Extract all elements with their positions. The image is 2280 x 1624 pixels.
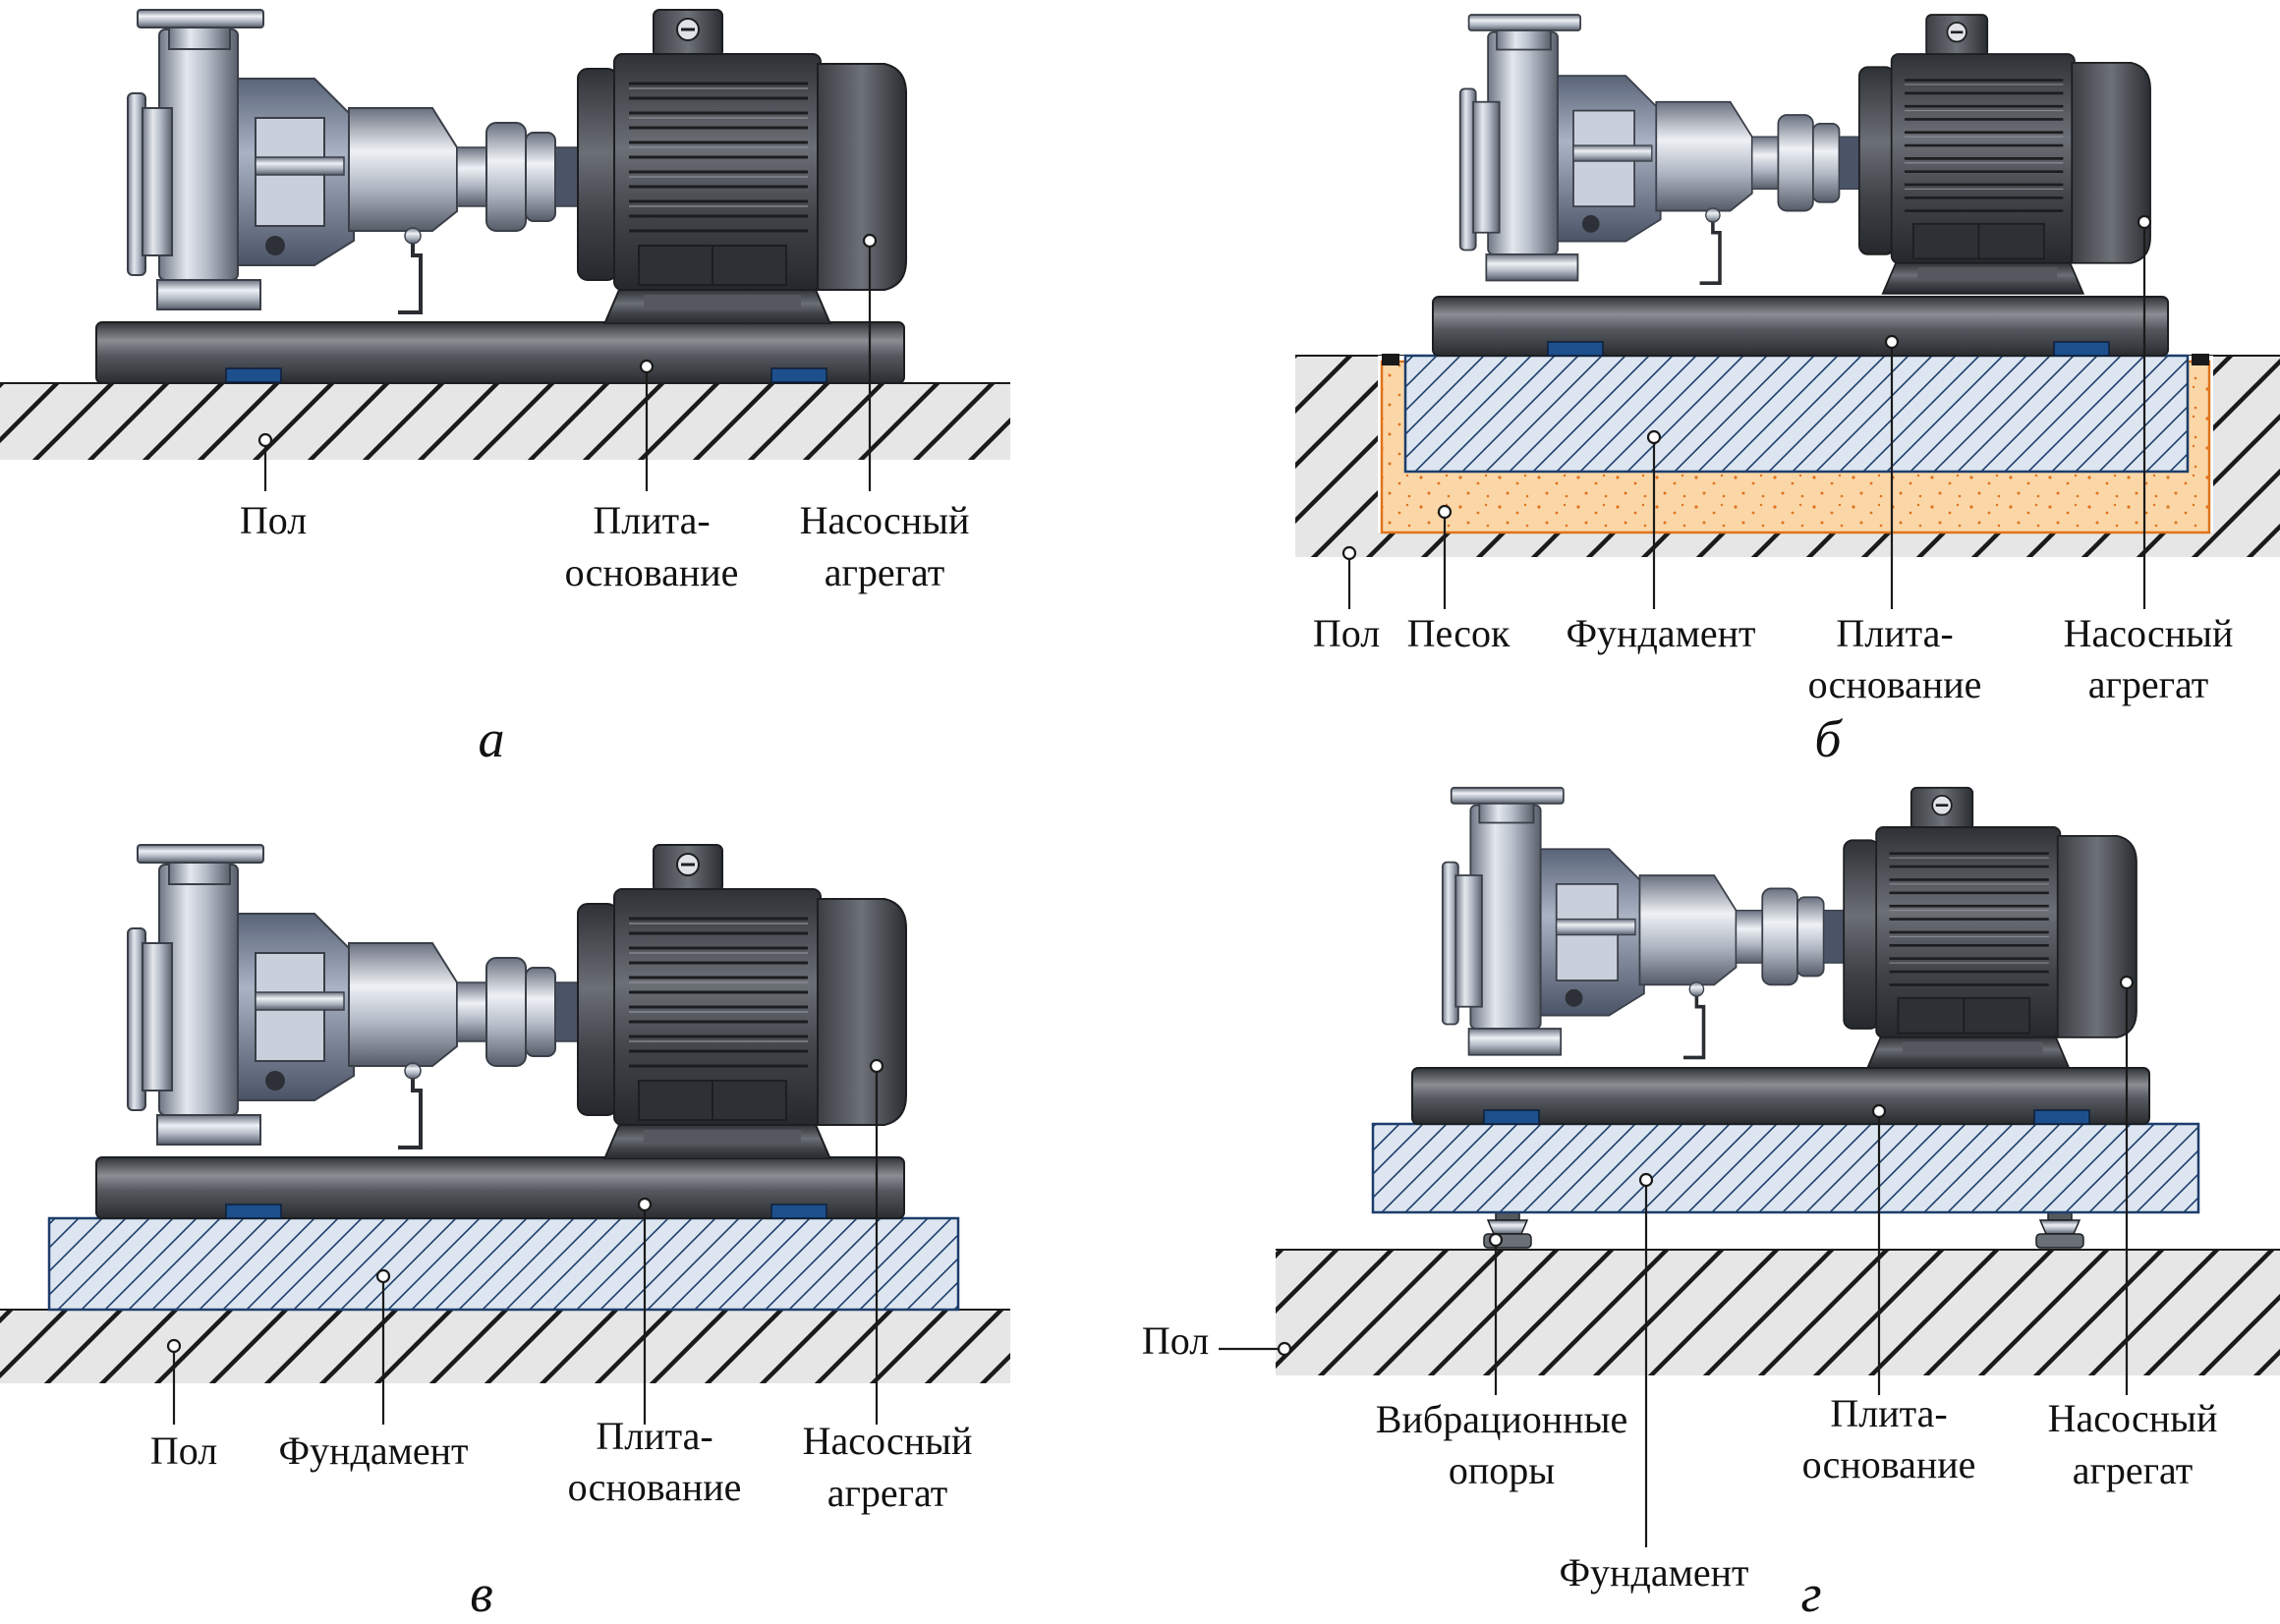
label-baseplate-v-2: основание	[568, 1465, 742, 1509]
pump-unit-v	[126, 843, 908, 1159]
baseplate-g	[1411, 1067, 2150, 1125]
pump-unit-g	[1441, 785, 2138, 1070]
panel-g: Пол Вибрационные опоры Фундамент Плита- …	[1142, 785, 2280, 1623]
label-pump-v-2: агрегат	[827, 1471, 948, 1515]
label-pump-a-1: Насосный	[800, 498, 970, 542]
label-foundation-v: Фундамент	[278, 1428, 468, 1473]
label-pump-b-1: Насосный	[2064, 611, 2234, 655]
label-baseplate-b-1: Плита-	[1836, 611, 1953, 655]
label-baseplate-g-1: Плита-	[1830, 1391, 1947, 1435]
vibration-support-right	[2035, 1210, 2084, 1249]
floor-v	[0, 1310, 1010, 1383]
label-pump-g-1: Насосный	[2048, 1396, 2218, 1440]
label-baseplate-b-2: основание	[1808, 662, 1982, 706]
label-floor-b: Пол	[1313, 611, 1380, 655]
baseplate-v	[95, 1156, 905, 1219]
label-vibration-g-2: опоры	[1449, 1448, 1555, 1492]
foundation-v	[47, 1216, 960, 1312]
panel-letter-g: г	[1800, 1564, 1821, 1619]
label-floor-v: Пол	[150, 1428, 217, 1473]
foundation-b	[1403, 354, 2190, 474]
label-foundation-g: Фундамент	[1559, 1550, 1748, 1595]
baseplate-b	[1432, 296, 2169, 357]
panel-letter-v: в	[470, 1564, 492, 1619]
label-pump-a-2: агрегат	[825, 550, 945, 594]
pump-unit-a	[126, 8, 908, 324]
panel-v: Пол Фундамент Плита- основание Насосный …	[0, 843, 1010, 1623]
label-pump-v-1: Насосный	[803, 1419, 973, 1463]
panel-b: Пол Песок Фундамент Плита- основание Нас…	[1295, 13, 2280, 768]
floor-g	[1276, 1250, 2280, 1375]
baseplate-a	[95, 321, 905, 384]
panel-letter-a: а	[479, 709, 505, 768]
label-pump-b-2: агрегат	[2088, 662, 2209, 706]
floor-a	[0, 383, 1010, 460]
panel-a: Пол Плита- основание Насосный агрегат а	[0, 8, 1010, 768]
label-foundation-b: Фундамент	[1566, 611, 1755, 655]
pump-unit-b	[1457, 13, 2152, 296]
label-pump-g-2: агрегат	[2073, 1448, 2194, 1492]
label-floor-a: Пол	[240, 498, 307, 542]
label-baseplate-g-2: основание	[1802, 1442, 1976, 1486]
label-sand-b: Песок	[1407, 611, 1510, 655]
label-floor-g: Пол	[1142, 1318, 1209, 1363]
label-vibration-g-1: Вибрационные	[1376, 1397, 1627, 1441]
foundation-g	[1371, 1122, 2200, 1214]
label-baseplate-a-1: Плита-	[593, 498, 710, 542]
label-baseplate-v-1: Плита-	[596, 1414, 712, 1458]
label-baseplate-a-2: основание	[565, 550, 739, 594]
panel-letter-b: б	[1814, 709, 1843, 768]
